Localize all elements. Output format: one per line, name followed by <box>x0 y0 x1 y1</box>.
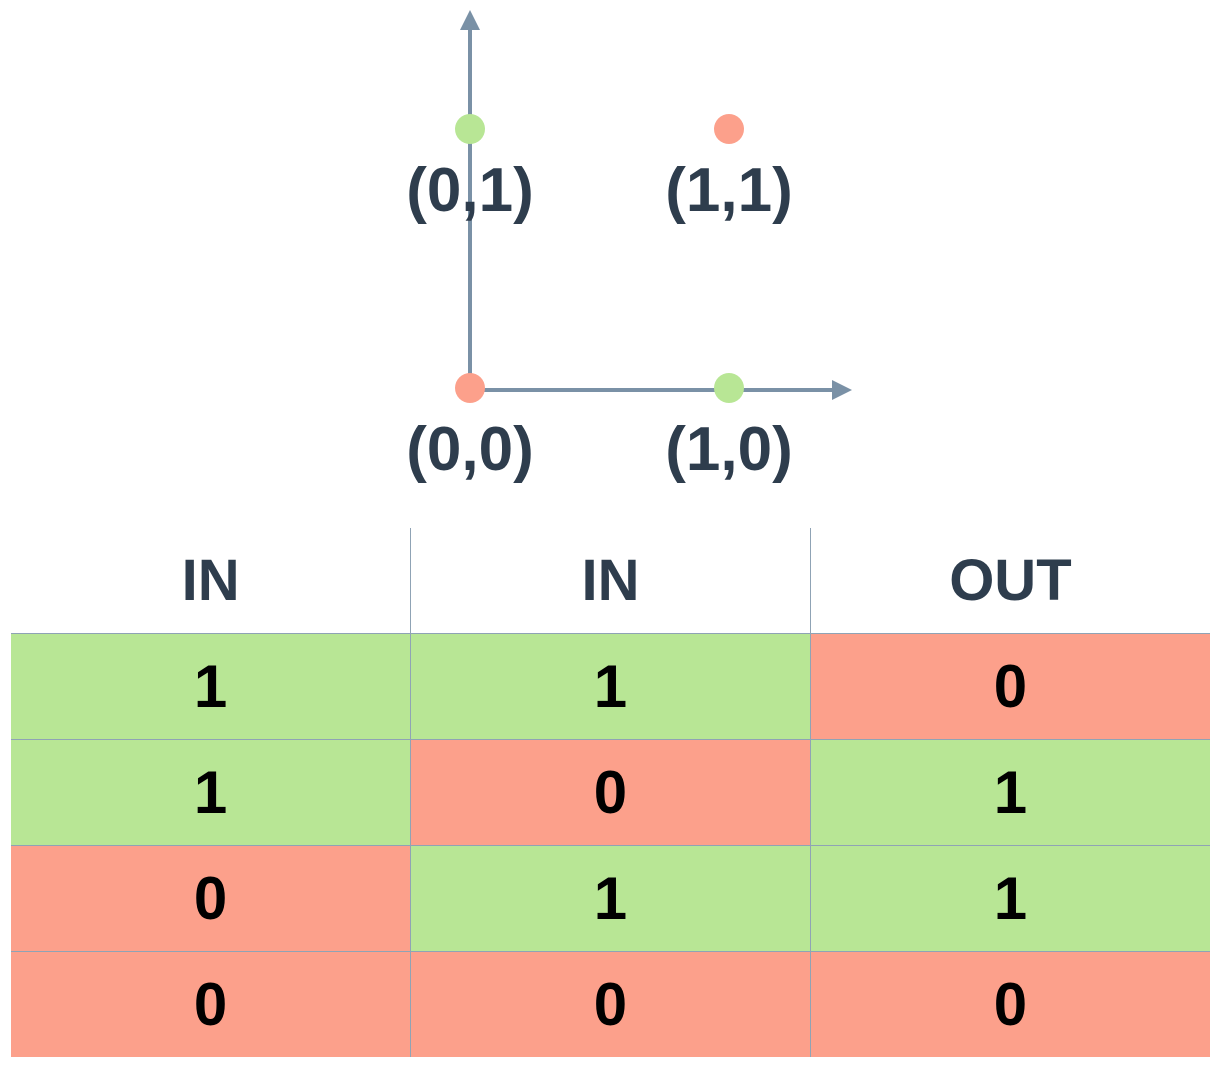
table-row: 0 0 0 <box>11 951 1210 1057</box>
table-cell: 1 <box>11 739 411 846</box>
x-axis-arrowhead <box>832 380 852 400</box>
table-cell: 0 <box>11 951 411 1057</box>
header-in-1: IN <box>11 528 411 634</box>
table-row: 1 0 1 <box>11 739 1210 846</box>
header-in-2: IN <box>410 528 811 634</box>
point-label: (1,1) <box>665 156 792 225</box>
point-marker <box>714 373 744 403</box>
table-cell: 1 <box>410 633 811 740</box>
table-cell: 0 <box>410 739 811 846</box>
table-cell: 1 <box>11 633 411 740</box>
table-cell: 1 <box>809 739 1210 846</box>
table-cell: 0 <box>11 845 411 952</box>
table-cell: 1 <box>410 845 811 952</box>
y-axis-arrowhead <box>460 10 480 30</box>
axes <box>460 10 852 400</box>
table-cell: 0 <box>809 633 1210 740</box>
table-cell: 0 <box>809 951 1210 1057</box>
points-layer: (0,1) (1,1) (0,0) (1,0) <box>406 114 793 484</box>
table-row: 1 1 0 <box>11 633 1210 740</box>
point-label: (0,0) <box>406 415 533 484</box>
truth-table: IN IN OUT 1 1 0 1 0 1 0 1 1 0 0 0 <box>11 528 1210 1057</box>
table-row: 0 1 1 <box>11 845 1210 952</box>
point-label: (0,1) <box>406 156 533 225</box>
table-cell: 0 <box>410 951 811 1057</box>
point-marker <box>714 114 744 144</box>
table-header-row: IN IN OUT <box>11 528 1210 634</box>
point-marker <box>455 373 485 403</box>
table-cell: 1 <box>809 845 1210 952</box>
point-marker <box>455 114 485 144</box>
xor-point-plot: (0,1) (1,1) (0,0) (1,0) <box>406 10 852 484</box>
header-out: OUT <box>809 528 1210 634</box>
point-label: (1,0) <box>665 415 792 484</box>
